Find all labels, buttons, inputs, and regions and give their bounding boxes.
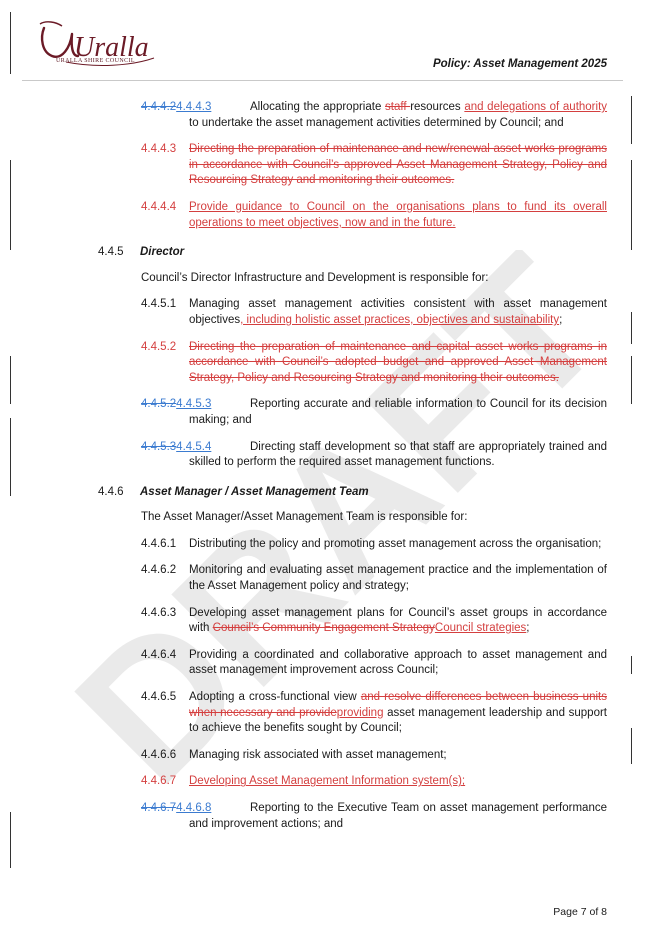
inserted-text: , including holistic asset practices, ob… <box>240 313 560 326</box>
clause-4-4-4-3-deleted: 4.4.4.3 Directing the preparation of mai… <box>141 143 607 187</box>
deleted-text: Council’s Community Engagement Strategy <box>212 622 435 635</box>
section-intro: Council’s Director Infrastructure and De… <box>141 271 489 284</box>
clause-4-4-6-5: 4.4.6.5 Adopting a cross-functional view… <box>141 691 607 735</box>
clause-4-4-6-6: 4.4.6.6 Managing risk associated with as… <box>141 748 447 761</box>
revision-bar <box>10 812 11 868</box>
revision-bar <box>631 312 632 344</box>
clause-4-4-4-3: 4.4.4.24.4.4.3 Allocating the appropriat… <box>141 101 608 129</box>
clause-4-4-6-3: 4.4.6.3 Developing asset management plan… <box>141 606 607 635</box>
clause-4-4-6-8: 4.4.6.74.4.6.8 Reporting to the Executiv… <box>141 802 607 830</box>
deleted-text: and resolve differences between business… <box>189 691 607 719</box>
section-intro: The Asset Manager/Asset Management Team … <box>141 511 468 524</box>
clause-4-4-6-4: 4.4.6.4 Providing a coordinated and coll… <box>141 648 607 677</box>
revision-bar <box>631 656 632 674</box>
clause-4-4-5-2-deleted: 4.4.5.2 Directing the preparation of mai… <box>141 340 607 384</box>
revision-bar <box>631 160 632 250</box>
logo-script-text: Uralla <box>74 32 149 63</box>
clause-4-4-6-1: 4.4.6.1 Distributing the policy and prom… <box>141 537 602 550</box>
section-4-4-5-heading: 4.4.5 Director <box>98 246 185 259</box>
clause-number-inserted: 4.4.4.3 <box>176 101 212 113</box>
policy-body: 4.4.4.24.4.4.3 Allocating the appropriat… <box>0 96 645 832</box>
clause-4-4-6-7: 4.4.6.7 Developing Asset Management Info… <box>141 775 466 788</box>
inserted-text: Council strategies <box>434 622 527 635</box>
clause-4-4-5-1: 4.4.5.1 Managing asset management activi… <box>141 298 607 326</box>
uralla-logo: Uralla <box>39 21 155 66</box>
clause-4-4-5-3: 4.4.5.24.4.5.3 Reporting accurate and re… <box>141 398 607 426</box>
revision-bar <box>10 356 11 404</box>
clause-4-4-6-2: 4.4.6.2 Monitoring and evaluating asset … <box>141 564 607 593</box>
revision-bar <box>10 418 11 496</box>
clause-4-4-5-4: 4.4.5.34.4.5.4 Directing staff developme… <box>141 440 607 469</box>
revision-bar <box>631 356 632 404</box>
page-number: Page 7 of 8 <box>553 906 607 918</box>
header-title: Policy: Asset Management 2025 <box>432 58 607 70</box>
logo-subtitle: URALLA SHIRE COUNCIL <box>56 58 136 64</box>
inserted-text: and delegations of authority <box>464 101 608 113</box>
revision-bar <box>631 96 632 144</box>
revision-bar <box>631 728 632 764</box>
deleted-text: staff <box>385 101 411 113</box>
inserted-text: providing <box>336 706 384 719</box>
header-rule <box>22 80 623 81</box>
clause-number-deleted: 4.4.4.2 <box>141 101 177 113</box>
revision-bar <box>10 160 11 250</box>
section-4-4-6-heading: 4.4.6 Asset Manager / Asset Management T… <box>98 485 369 498</box>
clause-4-4-4-4: 4.4.4.4 Provide guidance to Council on t… <box>141 200 607 229</box>
revision-bar <box>10 12 11 74</box>
